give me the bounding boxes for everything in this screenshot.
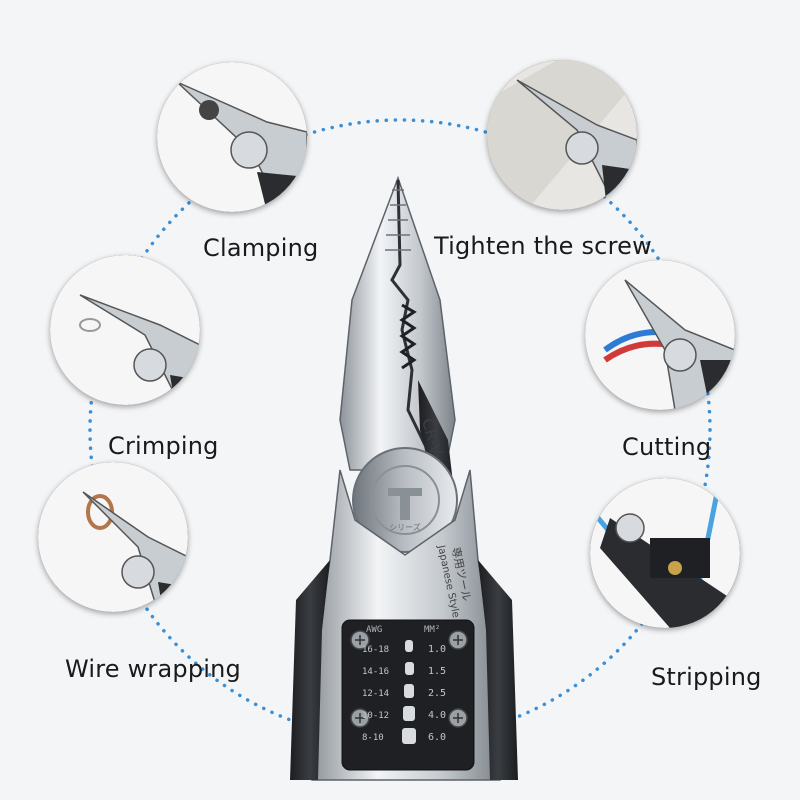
gauge-mm-value: 1.0 bbox=[428, 644, 446, 655]
stripping-photo bbox=[590, 478, 740, 628]
gauge-mm-value: 2.5 bbox=[428, 688, 446, 699]
stripping-label: Stripping bbox=[651, 663, 762, 691]
cutting-label: Cutting bbox=[622, 433, 712, 461]
tighten-label: Tighten the screw bbox=[434, 232, 652, 260]
clamping-photo bbox=[157, 62, 307, 212]
crimping-icon bbox=[50, 255, 200, 405]
gauge-awg-value: 14-16 bbox=[362, 667, 389, 677]
clamping-label: Clamping bbox=[203, 234, 319, 262]
gauge-awg-value: 16-18 bbox=[362, 645, 389, 655]
tighten-photo bbox=[487, 60, 637, 210]
wire-wrapping-icon bbox=[38, 462, 188, 612]
gauge-awg-value: 12-14 bbox=[362, 689, 389, 699]
gauge-rows: 16-18 1.0 14-16 1.5 12-14 2.5 10-12 4.0 8-10 6.0 bbox=[362, 644, 446, 743]
gauge-header-awg: AWG bbox=[366, 625, 382, 635]
gauge-mm-value: 4.0 bbox=[428, 710, 446, 721]
cutting-photo bbox=[585, 260, 735, 410]
cutting-icon bbox=[585, 260, 735, 410]
gauge-mm-value: 1.5 bbox=[428, 666, 446, 677]
crimping-photo bbox=[50, 255, 200, 405]
logo-caption: シリーズ bbox=[389, 522, 421, 532]
wire-wrapping-photo bbox=[38, 462, 188, 612]
crimping-label: Crimping bbox=[108, 432, 219, 460]
gauge-awg-value: 8-10 bbox=[362, 733, 384, 743]
gauge-mm-value: 6.0 bbox=[428, 732, 446, 743]
clamping-icon bbox=[157, 62, 307, 212]
tighten-icon bbox=[487, 60, 637, 210]
gauge-awg-value: 10-12 bbox=[362, 711, 389, 721]
wire-wrapping-label: Wire wrapping bbox=[65, 655, 241, 683]
stripping-icon bbox=[590, 478, 740, 628]
gauge-header-mm: MM² bbox=[424, 625, 440, 635]
